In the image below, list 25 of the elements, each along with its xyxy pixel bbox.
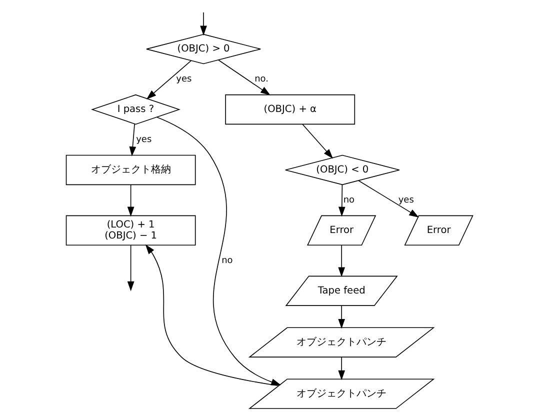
- arrow: [358, 180, 418, 218]
- arrow: [126, 184, 134, 217]
- node-diamond: (OBJC) < 0: [284, 154, 400, 186]
- arrow: [146, 60, 191, 100]
- node-box: (LOC) + 1 (OBJC) − 1: [65, 215, 196, 246]
- edge-label: no.: [254, 74, 268, 85]
- arrow: [128, 124, 136, 156]
- arrow: [302, 124, 333, 159]
- node-diamond: I pass ?: [90, 94, 180, 125]
- arrow: [338, 184, 345, 217]
- edge-label: yes: [398, 195, 414, 206]
- arrow: [218, 60, 270, 96]
- arrow: [338, 305, 345, 329]
- arrow: [126, 244, 134, 292]
- edge-label: yes: [176, 74, 192, 85]
- arrow: [338, 244, 345, 278]
- node-box: オブジェクト格納: [65, 154, 196, 186]
- arrow: [338, 356, 345, 380]
- arrow: [144, 244, 278, 386]
- edge-label: no: [221, 256, 232, 266]
- node-diamond: (OBJC) > 0: [146, 34, 260, 64]
- arrow: [200, 12, 206, 36]
- edge-label: no: [342, 195, 354, 206]
- edge-label: yes: [136, 135, 152, 146]
- node-box: (OBJC) + α: [224, 94, 355, 125]
